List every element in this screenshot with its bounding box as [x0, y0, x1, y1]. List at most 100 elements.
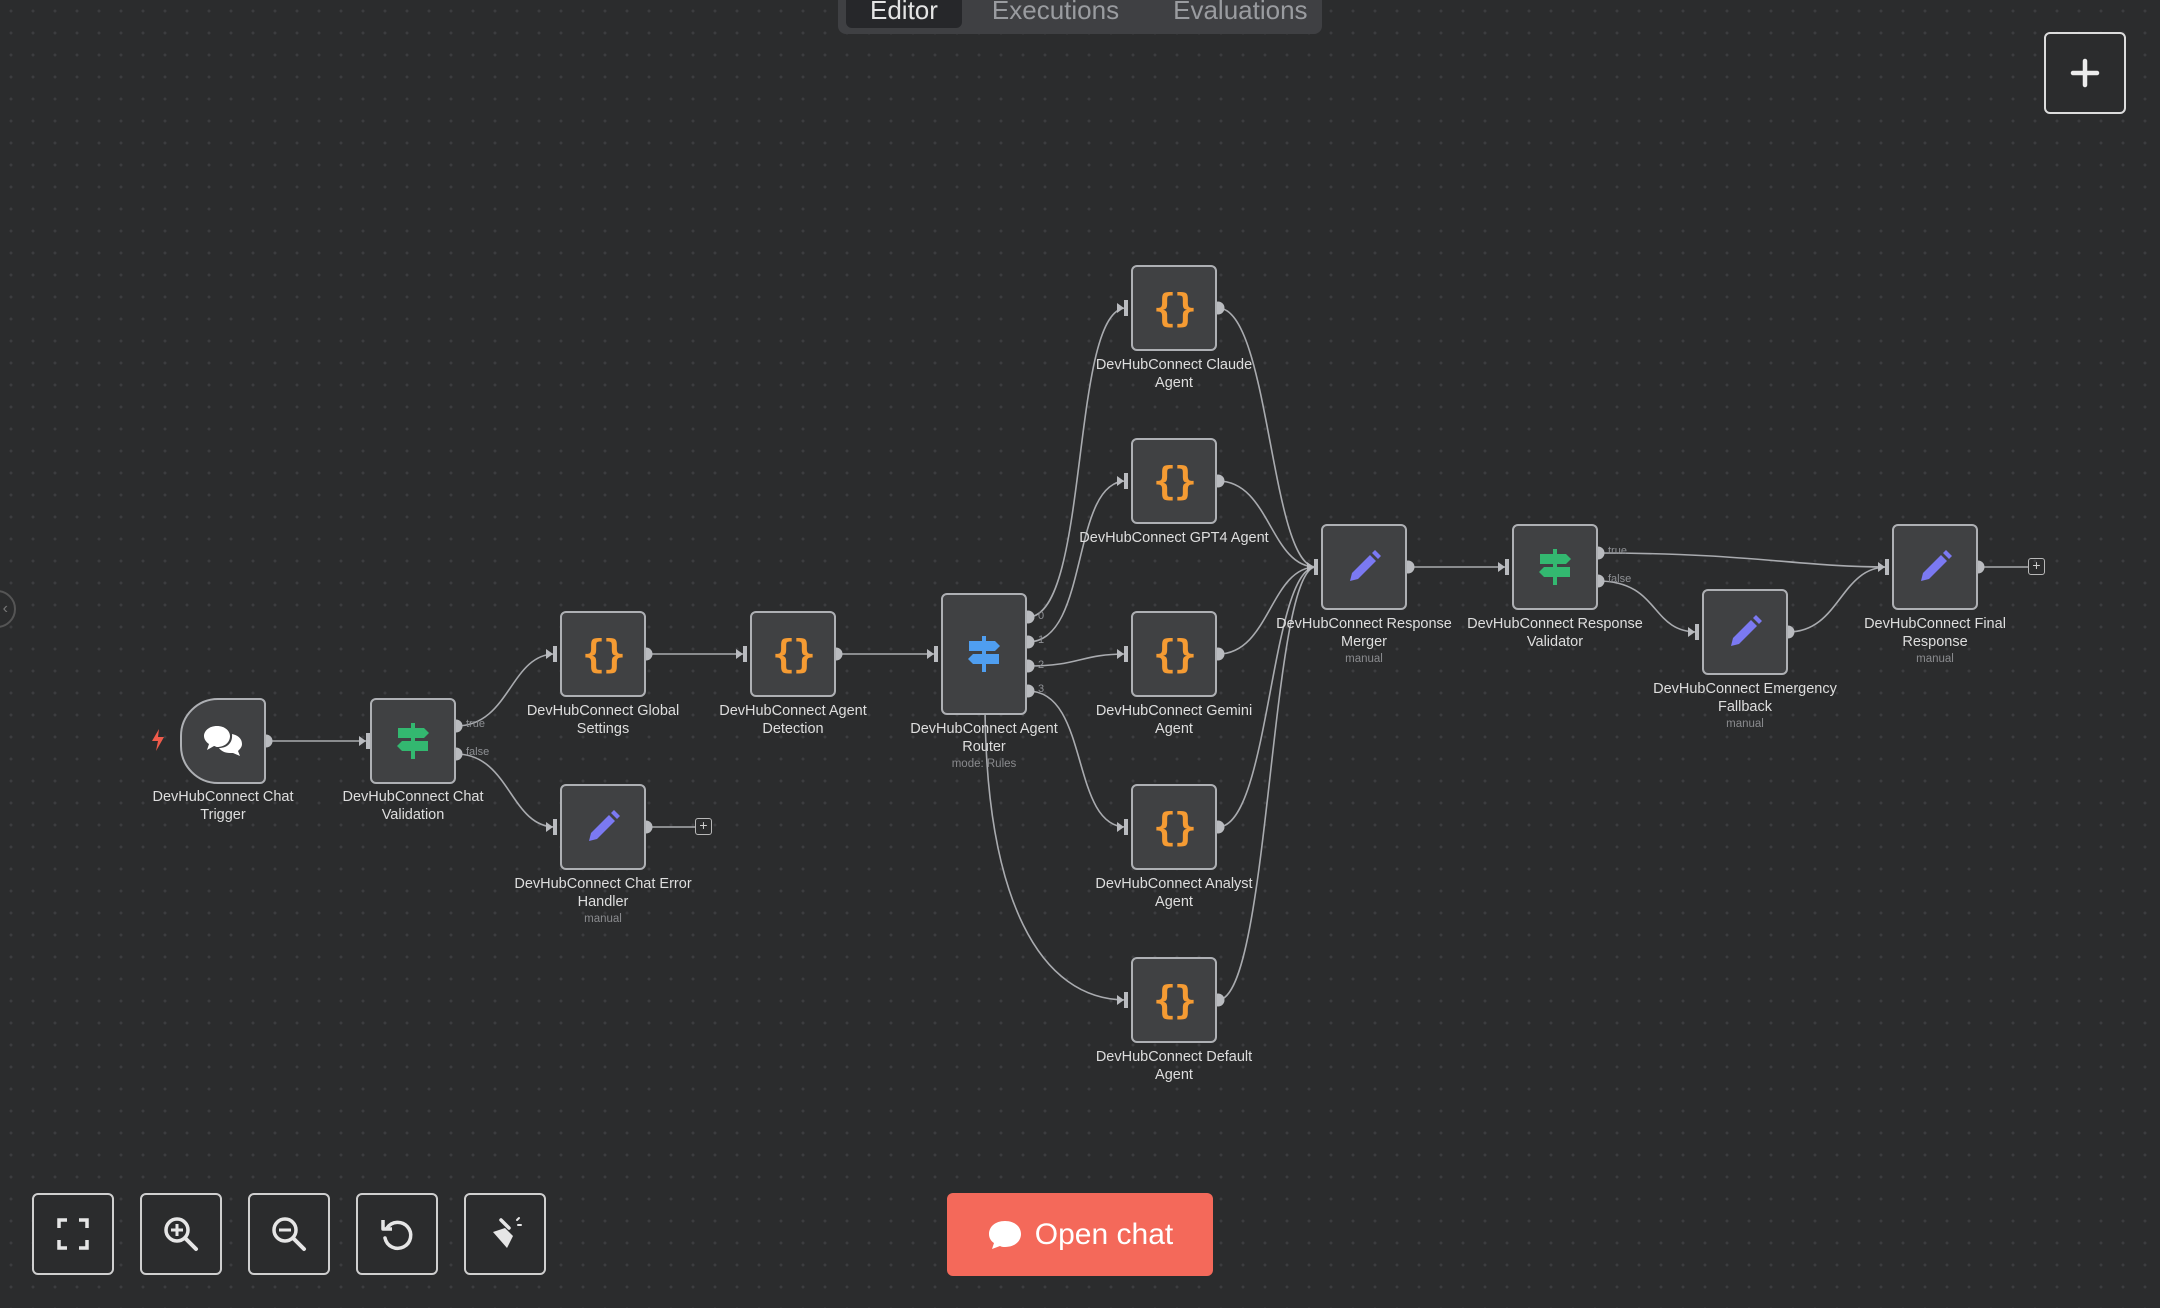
code-braces-icon: {}	[1153, 632, 1197, 676]
code-braces-icon: {}	[1153, 286, 1197, 330]
node-gpt4-agent[interactable]: {}	[1131, 438, 1217, 524]
node-label: DevHubConnect Final Response	[1864, 616, 2006, 650]
input-port	[553, 819, 557, 835]
view-tabs: Editor Executions Evaluations	[838, 0, 1322, 34]
code-braces-icon: {}	[1153, 978, 1197, 1022]
tab-executions[interactable]: Executions	[991, 0, 1120, 25]
code-braces-icon: {}	[1153, 459, 1197, 503]
node-subtitle: manual	[1916, 653, 1954, 665]
node-chat-trigger[interactable]	[180, 698, 266, 784]
node-label: DevHubConnect Emergency Fallback	[1653, 681, 1837, 715]
input-port	[934, 646, 938, 662]
pencil-icon	[1921, 550, 1952, 581]
open-chat-button[interactable]: Open chat	[947, 1193, 1213, 1276]
signpost-icon	[1539, 549, 1571, 585]
port-label-false: false	[1608, 573, 1632, 585]
code-braces-icon: {}	[772, 632, 816, 676]
node-analyst-agent[interactable]: {}	[1131, 784, 1217, 870]
pencil-icon	[589, 810, 620, 841]
code-braces-icon: {}	[1153, 805, 1197, 849]
zoom-in-icon	[164, 1217, 198, 1251]
add-next-node-button[interactable]: +	[695, 818, 712, 835]
node-label: DevHubConnect Default Agent	[1095, 1049, 1253, 1083]
input-port	[1314, 559, 1318, 575]
connection-validator-true-final	[1597, 552, 1888, 568]
node-subtitle: manual	[584, 913, 622, 925]
node-chat-error-handler[interactable]	[560, 784, 646, 870]
node-label: DevHubConnect Claude Agent	[1095, 357, 1253, 391]
zoom-out-button[interactable]	[248, 1193, 330, 1275]
input-port	[1695, 624, 1699, 640]
node-label: DevHubConnect Agent Detection	[719, 703, 867, 737]
tab-editor[interactable]: Editor	[846, 0, 962, 28]
fit-view-button[interactable]	[32, 1193, 114, 1275]
tidy-up-button[interactable]	[464, 1193, 546, 1275]
zoom-out-icon	[272, 1217, 306, 1251]
pencil-icon	[1350, 550, 1381, 581]
input-port	[553, 646, 557, 662]
input-port	[743, 646, 747, 662]
code-braces-icon: {}	[582, 632, 626, 676]
chat-bubbles-icon	[204, 726, 242, 756]
connection-analyst-merger	[1217, 566, 1317, 828]
node-global-settings[interactable]: {}	[560, 611, 646, 697]
port-label-false: false	[466, 746, 490, 758]
node-default-agent[interactable]: {}	[1131, 957, 1217, 1043]
node-label: DevHubConnect Response Merger	[1276, 616, 1452, 650]
trigger-bolt-icon	[152, 729, 164, 751]
node-label: DevHubConnect Global Settings	[526, 703, 680, 737]
reset-zoom-button[interactable]	[356, 1193, 438, 1275]
input-port	[1124, 646, 1128, 662]
node-label: DevHubConnect Analyst Agent	[1095, 876, 1253, 910]
node-label: DevHubConnect Gemini Agent	[1095, 703, 1253, 737]
tab-evaluations[interactable]: Evaluations	[1173, 0, 1308, 25]
signpost-icon	[397, 723, 429, 759]
node-agent-router[interactable]	[941, 593, 1027, 715]
tidy-up-icon	[493, 1217, 522, 1248]
signpost-icon	[968, 636, 1000, 672]
plus-icon	[2070, 58, 2100, 88]
port-label-0: 0	[1038, 610, 1045, 622]
add-next-node-button[interactable]: +	[2028, 558, 2045, 575]
reset-zoom-icon	[381, 1220, 413, 1251]
port-label-1: 1	[1038, 634, 1045, 646]
collapse-panel-handle[interactable]: ‹	[0, 590, 16, 628]
port-label-3: 3	[1038, 683, 1045, 695]
node-subtitle: manual	[1726, 718, 1764, 730]
node-subtitle: mode: Rules	[951, 758, 1017, 770]
input-port	[1124, 992, 1128, 1008]
input-port	[1124, 300, 1128, 316]
port-label-2: 2	[1038, 659, 1045, 671]
node-agent-detection[interactable]: {}	[750, 611, 836, 697]
node-response-merger[interactable]	[1321, 524, 1407, 610]
node-label: DevHubConnect Response Validator	[1467, 616, 1643, 650]
node-claude-agent[interactable]: {}	[1131, 265, 1217, 351]
pencil-icon	[1731, 615, 1762, 646]
zoom-in-button[interactable]	[140, 1193, 222, 1275]
connection-gpt4-merger	[1217, 480, 1317, 568]
node-chat-validation[interactable]	[370, 698, 456, 784]
input-port	[1505, 559, 1509, 575]
node-label: DevHubConnect GPT4 Agent	[1079, 530, 1269, 546]
node-emergency-fallback[interactable]	[1702, 589, 1788, 675]
node-label: DevHubConnect Agent Router	[910, 721, 1058, 755]
input-port	[1124, 819, 1128, 835]
input-port	[1885, 559, 1889, 575]
port-label-true: true	[466, 718, 485, 730]
node-response-validator[interactable]	[1512, 524, 1598, 610]
node-subtitle: manual	[1345, 653, 1383, 665]
node-label: DevHubConnect Chat Trigger	[152, 789, 294, 823]
node-label: DevHubConnect Chat Error Handler	[514, 876, 692, 910]
input-port	[1124, 473, 1128, 489]
node-final-response[interactable]	[1892, 524, 1978, 610]
add-node-button[interactable]	[2044, 32, 2126, 114]
fit-view-icon	[57, 1218, 89, 1250]
port-label-true: true	[1608, 545, 1627, 557]
open-chat-label: Open chat	[1034, 1217, 1174, 1251]
node-gemini-agent[interactable]: {}	[1131, 611, 1217, 697]
node-label: DevHubConnect Chat Validation	[342, 789, 484, 823]
chat-bubble-icon	[988, 1220, 1021, 1249]
connection-router-claude	[1027, 307, 1127, 618]
